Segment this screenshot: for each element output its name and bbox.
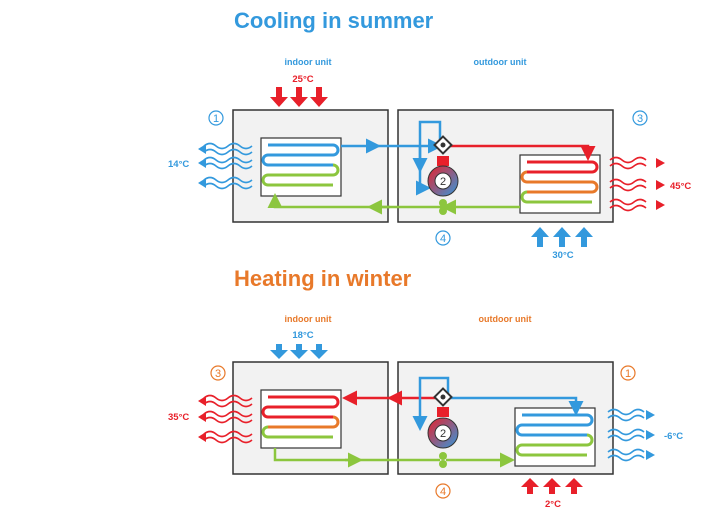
heating-outdoor-air-temp: 2°C bbox=[545, 499, 561, 510]
heating-indoor-label: indoor unit bbox=[285, 314, 332, 324]
cooling-marker-3-label: 3 bbox=[637, 113, 643, 125]
heating-outlet-air-left bbox=[203, 394, 253, 444]
cooling-compressor-icon: 2 bbox=[427, 156, 459, 197]
cooling-section: Cooling in summer indoor unit outdoor un… bbox=[168, 8, 691, 261]
cooling-outdoor-air-arrows bbox=[531, 227, 593, 247]
heating-title: Heating in winter bbox=[234, 266, 412, 291]
cooling-marker-4-label: 4 bbox=[440, 233, 446, 245]
cooling-marker-1: 1 bbox=[208, 110, 224, 126]
heating-outlet-temp-right: -6°C bbox=[664, 431, 683, 442]
heating-marker-4-label: 4 bbox=[440, 486, 446, 498]
cooling-outdoor-label: outdoor unit bbox=[474, 57, 527, 67]
cooling-indoor-coil bbox=[260, 137, 342, 197]
heating-outlet-arrows-right bbox=[646, 410, 655, 460]
heating-outdoor-label: outdoor unit bbox=[479, 314, 532, 324]
heating-outdoor-air-arrows bbox=[521, 478, 583, 494]
heating-expansion-valve-icon bbox=[439, 452, 447, 468]
cooling-indoor-label: indoor unit bbox=[285, 57, 332, 67]
heating-outlet-arrows-left bbox=[198, 396, 206, 442]
heating-compressor-number: 2 bbox=[440, 428, 446, 440]
heating-marker-4: 4 bbox=[435, 483, 451, 499]
heating-section: Heating in winter indoor unit outdoor un… bbox=[168, 266, 683, 510]
cooling-title: Cooling in summer bbox=[234, 8, 434, 33]
heating-outlet-temp-left: 35°C bbox=[168, 412, 189, 423]
heating-indoor-air-temp: 18°C bbox=[292, 330, 313, 341]
cooling-outlet-air-left bbox=[203, 142, 253, 190]
heating-incoming-air-arrows bbox=[270, 344, 328, 359]
cooling-incoming-air-arrows bbox=[270, 87, 328, 107]
cooling-valve-icon bbox=[433, 135, 453, 155]
cooling-marker-3: 3 bbox=[632, 110, 648, 126]
heating-outdoor-coil bbox=[514, 407, 596, 467]
heating-marker-3: 3 bbox=[210, 365, 226, 381]
heating-outlet-air-right bbox=[607, 408, 645, 462]
cooling-outdoor-air-temp: 30°C bbox=[552, 250, 573, 261]
heating-pipes bbox=[273, 376, 584, 468]
cooling-outlet-temp-right: 45°C bbox=[670, 181, 691, 192]
cooling-indoor-air-temp: 25°C bbox=[292, 74, 313, 85]
heating-marker-1: 1 bbox=[620, 365, 636, 381]
cooling-pipes bbox=[267, 120, 596, 215]
cooling-outdoor-coil bbox=[519, 154, 601, 214]
cooling-marker-4: 4 bbox=[435, 230, 451, 246]
cooling-outlet-temp-left: 14°C bbox=[168, 159, 189, 170]
cooling-compressor-number: 2 bbox=[440, 176, 446, 188]
heating-indoor-coil bbox=[260, 389, 342, 449]
cooling-outlet-arrows-right bbox=[656, 158, 665, 210]
heating-marker-1-label: 1 bbox=[625, 368, 631, 380]
heating-compressor-icon: 2 bbox=[427, 407, 459, 449]
cooling-outlet-air-right bbox=[609, 156, 647, 212]
cooling-expansion-valve-icon bbox=[439, 199, 447, 215]
heating-valve-icon bbox=[433, 387, 453, 407]
heating-marker-3-label: 3 bbox=[215, 368, 221, 380]
cooling-marker-1-label: 1 bbox=[213, 113, 219, 125]
cooling-outlet-arrows-left bbox=[198, 144, 206, 188]
